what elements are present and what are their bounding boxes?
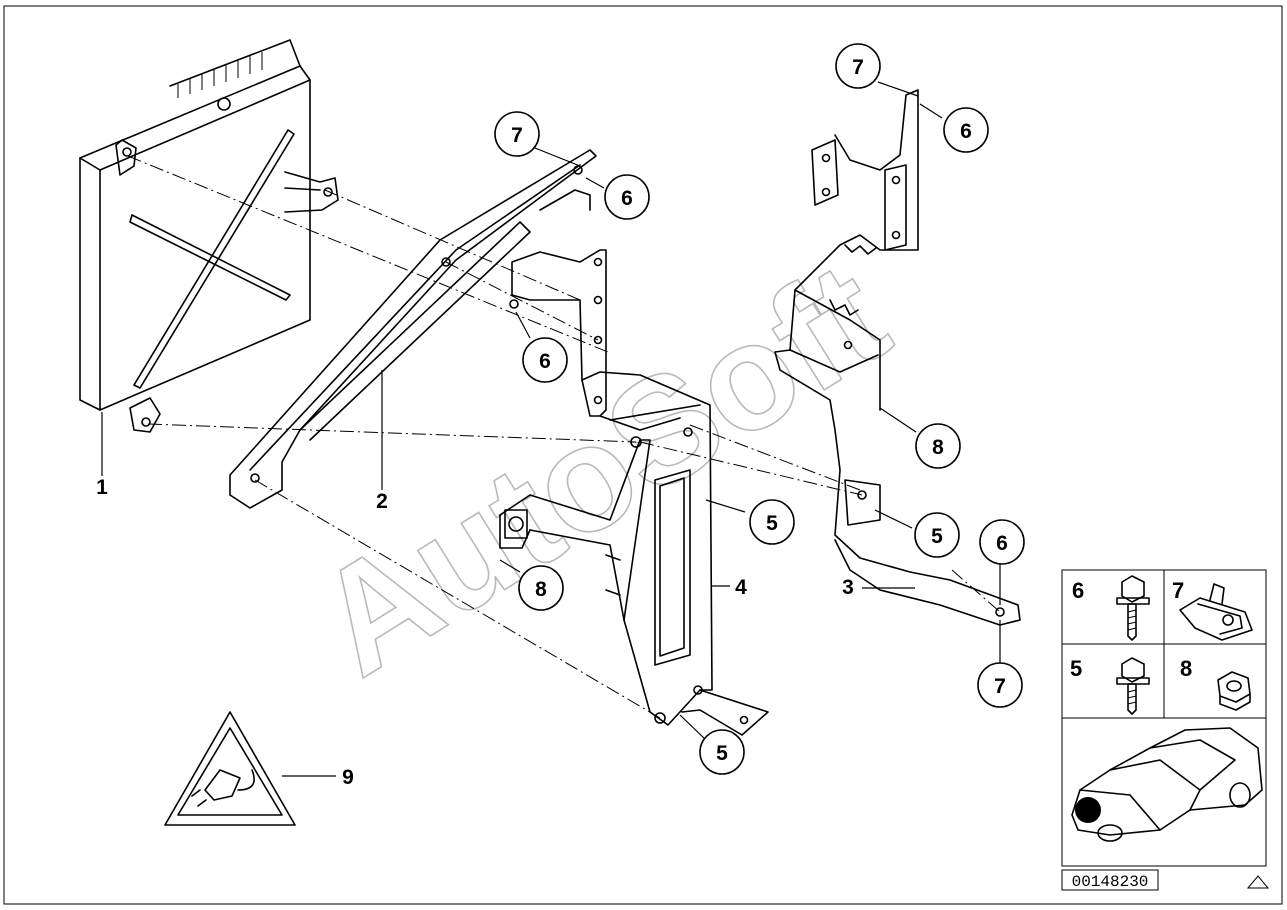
svg-text:5: 5 [931, 525, 943, 548]
callout-7-top-center: 7 [494, 111, 540, 157]
leader-lines [101, 81, 1001, 777]
svg-text:5: 5 [716, 742, 728, 765]
svg-text:5: 5 [766, 512, 778, 535]
triangle-mark-icon [1246, 875, 1270, 889]
svg-text:8: 8 [535, 578, 547, 601]
legend-label-8: 8 [1180, 656, 1192, 681]
legend-label-6: 6 [1072, 578, 1084, 603]
part-1-control-unit [79, 39, 339, 433]
bolt-icon [1116, 575, 1150, 641]
clip-nut-icon [1179, 583, 1253, 641]
svg-text:6: 6 [996, 532, 1008, 555]
legend-label-7: 7 [1172, 578, 1184, 603]
svg-text:7: 7 [994, 675, 1006, 698]
callout-8-center: 8 [518, 565, 564, 611]
legend-box: 6 7 5 8 [1061, 569, 1267, 867]
diagram-frame [3, 5, 1283, 905]
callout-6-far-right: 6 [979, 519, 1025, 565]
callout-7-top-right: 7 [835, 43, 881, 89]
callout-5-right: 5 [914, 512, 960, 558]
part-3-right-bracket [774, 89, 1021, 626]
alignment-lines [127, 155, 1001, 719]
callout-8-right: 8 [915, 423, 961, 469]
label-part-9: 9 [342, 766, 354, 789]
callout-7-far-right: 7 [977, 662, 1023, 708]
label-part-1: 1 [96, 476, 108, 499]
legend-label-5: 5 [1070, 656, 1082, 681]
callout-5-center: 5 [749, 499, 795, 545]
callout-6-top-center: 6 [604, 174, 650, 220]
svg-text:8: 8 [932, 436, 944, 459]
svg-text:7: 7 [511, 124, 523, 147]
reference-number: 00148230 [1072, 873, 1149, 891]
svg-text:6: 6 [539, 350, 551, 373]
svg-text:6: 6 [960, 120, 972, 143]
svg-text:7: 7 [852, 56, 864, 79]
callout-6-center: 6 [522, 337, 568, 383]
car-location-icon [1071, 727, 1263, 842]
hex-nut-icon [1217, 671, 1251, 711]
svg-text:6: 6 [621, 187, 633, 210]
callout-6-top-right: 6 [943, 107, 989, 153]
label-part-2: 2 [376, 490, 388, 513]
callout-5-bottom: 5 [699, 729, 745, 775]
label-part-3: 3 [842, 576, 854, 599]
label-part-4: 4 [735, 576, 747, 599]
part-9-warning-symbol [164, 711, 296, 826]
reference-number-box: 00148230 [1061, 869, 1159, 891]
bolt-icon [1116, 657, 1150, 715]
